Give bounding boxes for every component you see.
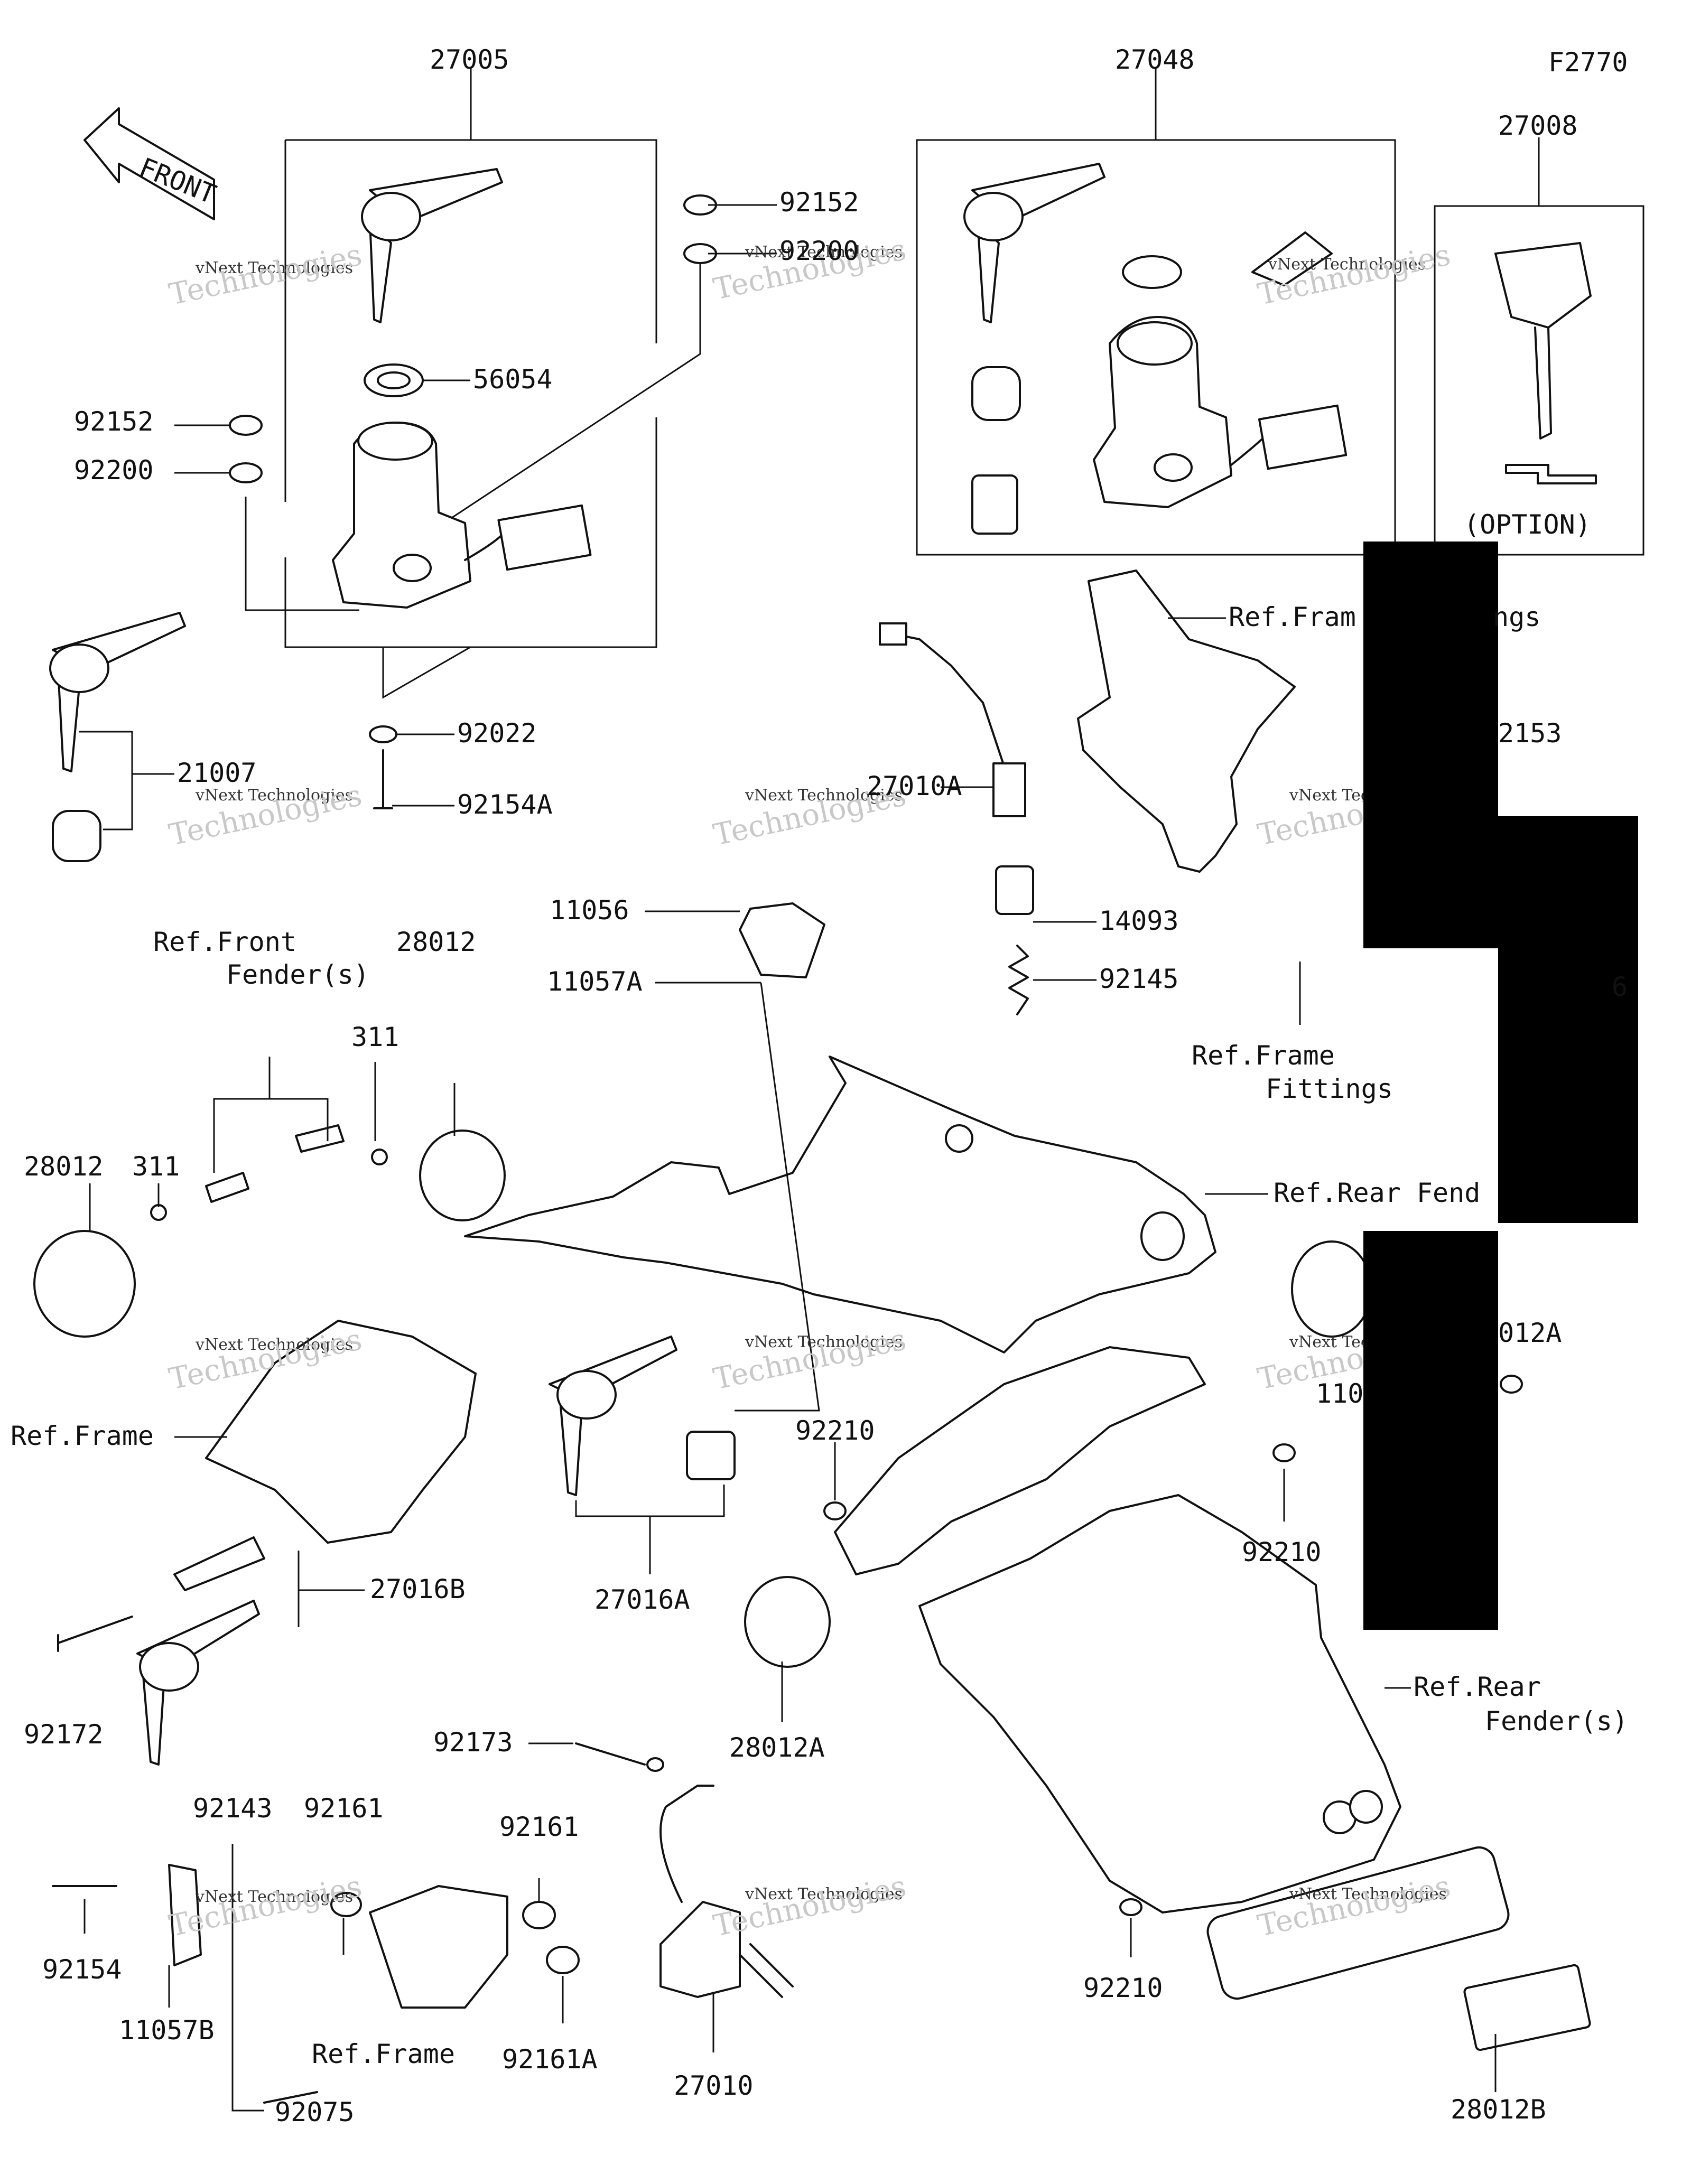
label-28012-b: 28012 (24, 1151, 104, 1182)
label-92200-left: 92200 (74, 455, 154, 486)
label-11057A: 11057A (547, 966, 643, 997)
label-right-6: 6 (1612, 972, 1628, 1002)
label-92152-left: 92152 (74, 406, 154, 437)
label-92210-b: 92210 (1242, 1537, 1322, 1567)
label-27010: 27010 (674, 2070, 754, 2101)
label-11057B: 11057B (119, 2015, 215, 2046)
label-ref-frame-fittings-top: Ref.Fram (1229, 602, 1356, 632)
watermark-3: vNext Technologies (745, 243, 903, 262)
label-28012-a: 28012 (396, 927, 476, 957)
figure-code: F2770 (1548, 47, 1628, 78)
label-56054: 56054 (473, 364, 553, 395)
label-92161-b: 92161 (499, 1812, 579, 1842)
watermark-7: vNext Technologies (195, 786, 353, 805)
leader-lines (79, 204, 1497, 2112)
label-ref-front-fender-2: Fender(s) (226, 959, 369, 990)
label-92153: 2153 (1498, 718, 1562, 749)
part-key-27008 (1494, 242, 1597, 484)
part-reflector-28012B (1206, 1846, 1591, 2051)
label-92152-top: 92152 (779, 187, 859, 218)
part-labels: F2770 27005 27048 27008 92152 92200 5605… (11, 44, 1628, 2127)
label-92154: 92154 (42, 1954, 122, 1985)
label-28012A: 28012A (729, 1732, 825, 1763)
label-14093: 14093 (1099, 906, 1179, 936)
label-92173: 92173 (433, 1727, 513, 1758)
watermark-9: vNext Technologies (745, 786, 903, 805)
part-keys-27005 (361, 168, 503, 323)
part-bottom-assembly (52, 1375, 1523, 2104)
watermark-21: vNext Technologies (745, 1885, 903, 1903)
part-bracket-rear (834, 1346, 1206, 1575)
label-21007: 21007 (177, 758, 257, 788)
label-311-b: 311 (132, 1151, 180, 1182)
label-ref-frame-fittings-top-b: ngs (1493, 602, 1540, 632)
part-keys-21007 (49, 612, 186, 862)
label-92143: 92143 (193, 1793, 273, 1824)
label-92200-top: 92200 (779, 236, 859, 266)
label-ref-rear-fender-2: Fender(s) (1485, 1706, 1628, 1737)
label-27048: 27048 (1115, 44, 1195, 75)
label-27016A: 27016A (594, 1584, 690, 1615)
assembly-frames (284, 69, 1644, 648)
label-27005: 27005 (430, 44, 509, 75)
label-ref-frame-bottom: Ref.Frame (312, 2039, 455, 2069)
label-92161A: 92161A (502, 2044, 598, 2075)
part-ignition-switch-27005 (332, 422, 592, 609)
part-bracket-11057A (739, 902, 825, 978)
label-92075: 92075 (275, 2097, 355, 2127)
part-ignition-switch-27048 (1093, 316, 1348, 508)
option-note: (OPTION) (1464, 509, 1591, 540)
label-28012B: 28012B (1451, 2094, 1546, 2125)
label-92161-a: 92161 (304, 1793, 384, 1824)
label-92022: 92022 (457, 718, 537, 749)
label-92210-c: 92210 (1083, 1973, 1163, 2003)
watermark-5: vNext Technologies (1268, 255, 1426, 274)
label-28012A-right: 012A (1498, 1318, 1562, 1348)
part-trim-caps (33, 1124, 1372, 1668)
part-bracket-frame-fittings (1077, 570, 1296, 873)
part-washer-56054 (364, 363, 424, 397)
label-92172: 92172 (24, 1719, 104, 1750)
watermark-23: vNext Technologies (1289, 1885, 1447, 1903)
part-keys-27016B (136, 1600, 260, 1766)
label-311-a: 311 (351, 1022, 399, 1052)
label-11056: 11056 (550, 895, 629, 926)
part-screw-92172 (57, 1616, 133, 1652)
label-ref-rear-fender-1: Ref.Rear (1414, 1672, 1541, 1702)
watermark-15: vNext Technologies (745, 1333, 903, 1351)
part-rear-fender-top (464, 1056, 1216, 1354)
label-ref-rear-fender-top: Ref.Rear Fend (1274, 1178, 1480, 1208)
watermark-1: vNext Technologies (195, 259, 353, 277)
watermark-2: Technologies (166, 238, 365, 312)
label-27016B: 27016B (370, 1574, 466, 1604)
label-92145: 92145 (1099, 964, 1179, 994)
part-screw-92154A (373, 749, 393, 809)
label-110-right: 110 (1316, 1378, 1363, 1409)
part-keys-27016A (549, 1336, 736, 1496)
part-keys-27048 (963, 163, 1333, 535)
redaction-blocks (1363, 542, 1638, 1630)
label-27010A: 27010A (867, 771, 962, 801)
part-sensor-27010A (879, 622, 1034, 1015)
label-92210-a: 92210 (795, 1415, 875, 1446)
label-92154A: 92154A (457, 789, 553, 820)
label-ref-front-fender-1: Ref.Front (153, 927, 296, 957)
label-27008: 27008 (1498, 110, 1578, 141)
part-frame-left (173, 1320, 477, 1591)
watermark-22: Technologies (710, 1869, 909, 1944)
label-ref-frame-fittings-mid-1: Ref.Frame (1192, 1040, 1335, 1071)
watermark-19: vNext Technologies (195, 1888, 353, 1906)
watermark-13: vNext Technologies (195, 1336, 353, 1354)
front-arrow: FRONT (83, 107, 220, 220)
label-ref-frame-fittings-mid-2: Fittings (1266, 1074, 1393, 1104)
part-rear-fender-main (918, 1494, 1401, 1914)
label-ref-frame-left: Ref.Frame (11, 1421, 154, 1451)
